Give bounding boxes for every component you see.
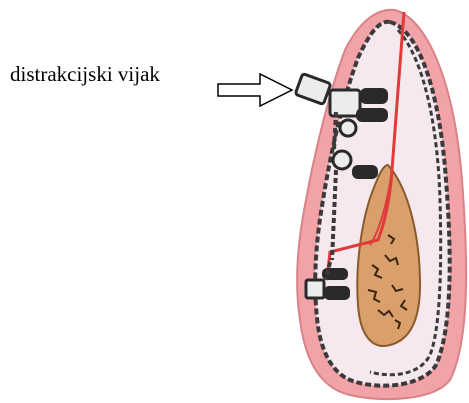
screw-label: distrakcijski vijak [10,64,160,85]
distraction-screw-small [340,120,356,136]
pointer-arrow [218,74,292,106]
